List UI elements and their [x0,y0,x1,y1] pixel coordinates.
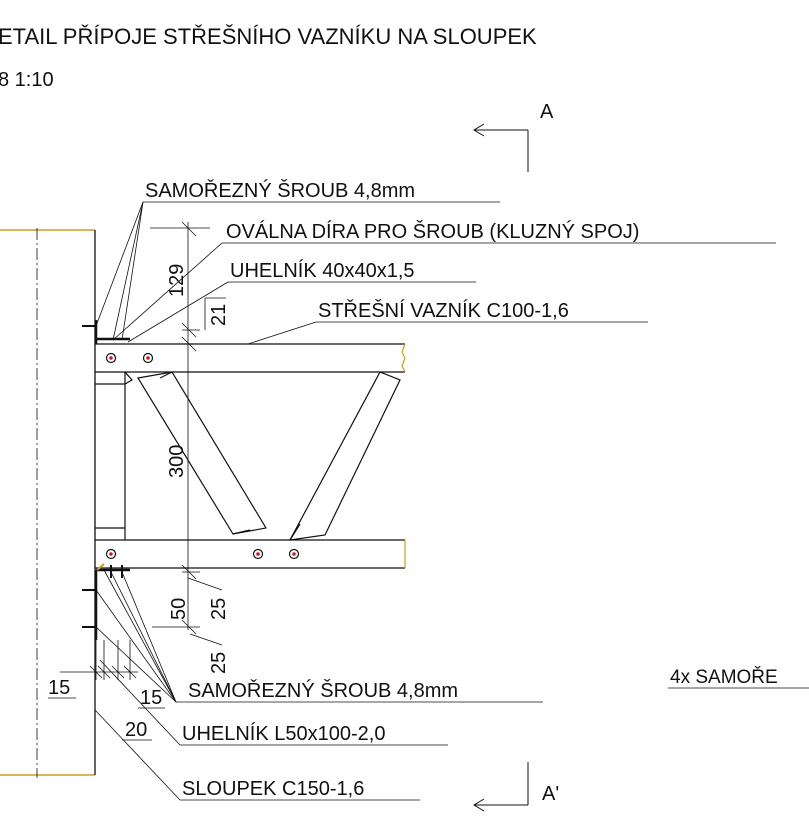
angle-bottom [94,563,130,640]
dim-21: 21 [208,304,230,326]
drawing-scale: 8 1:10 [0,69,54,91]
callout-screw-bottom: SAMOŘEZNÝ ŠROUB 4,8mm [188,679,458,702]
callout-angle-top: UHELNÍK 40x40x1,5 [230,259,415,282]
drawing-title: ETAIL PŘÍPOJE STŘEŠNÍHO VAZNÍKU NA SLOUP… [0,24,537,49]
dim-underlines [122,707,165,741]
dim-300: 300 [166,445,188,478]
truss-top-chord [95,343,406,373]
truss-diagonal-right [288,371,401,541]
callout-right-note: 4x SAMOŘE [670,666,778,688]
callout-column: SLOUPEK C150-1,6 [182,778,364,800]
dim-15-left: 15 [48,677,70,699]
section-mark-top [473,123,529,172]
callout-truss: STŘEŠNÍ VAZNÍK C100-1,6 [318,299,569,322]
dim-50: 50 [168,598,190,620]
section-label-top: A [540,101,554,123]
screw-icon [82,325,123,628]
bolt-center-icon [109,356,296,556]
dimension-lines [60,221,226,680]
section-label-bottom: A' [542,783,559,805]
callout-oval-hole: OVÁLNA DÍRA PRO ŠROUB (KLUZNÝ SPOJ) [226,220,639,243]
callout-screw-top: SAMOŘEZNÝ ŠROUB 4,8mm [145,179,415,202]
truss-diagonal-left [137,371,267,535]
dim-129: 129 [166,264,188,297]
leader-lines [48,201,809,801]
dim-25-upper: 25 [208,598,230,620]
section-mark-bottom [473,762,529,812]
truss-bottom-chord [95,539,406,569]
dim-15-right: 15 [140,687,162,709]
callout-angle-bottom: UHELNÍK L50x100-2,0 [182,722,385,745]
dim-20: 20 [125,719,147,741]
truss-vertical-post [95,371,133,540]
dim-25-lower: 25 [208,652,230,674]
bolt-hole-icon [105,352,300,560]
